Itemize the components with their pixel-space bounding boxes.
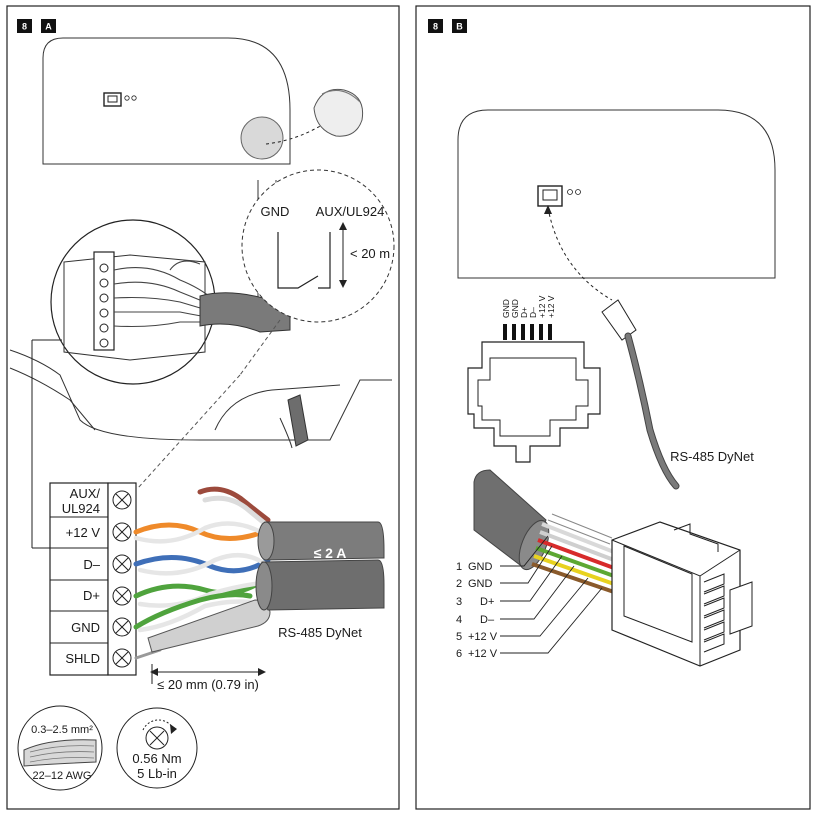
wire-num-1: 1 (456, 561, 462, 573)
plug-contacts (703, 573, 725, 653)
rj12-jack-outline (467, 341, 601, 463)
switch-detail-magnifier (241, 169, 395, 323)
twisted-pair-wires (133, 486, 273, 660)
rj12-port-icon (537, 185, 563, 207)
wire-num-3: 3 (456, 596, 462, 608)
wire-name-2: GND (468, 578, 493, 590)
terminal-label-ul924: UL924 (62, 501, 100, 516)
rj12-plug-icon (601, 299, 637, 341)
terminal-block (107, 482, 137, 676)
cable-end (287, 394, 309, 447)
connector-wires (531, 522, 615, 594)
cable-jacket-lower (258, 559, 385, 611)
terminal-label-shld: SHLD (65, 651, 100, 666)
terminal-label-dminus: D– (83, 557, 100, 572)
led-icon (124, 95, 130, 101)
rj12-plug-body (611, 521, 741, 667)
led-icon (567, 189, 573, 195)
wire-num-4: 4 (456, 614, 462, 626)
panel-b: 8 B RS-485 DyNet GND GND D+ D– +12 V +12… (415, 5, 811, 810)
panel-a-frame (6, 5, 400, 810)
torque-lbin: 5 Lb-in (137, 766, 177, 781)
svg-text:+12 V: +12 V (546, 295, 556, 318)
cable-label-a: RS-485 DyNet (278, 625, 362, 640)
wire-size-mm: 0.3–2.5 mm² (31, 724, 93, 736)
switch-contact-icon (277, 232, 319, 289)
step-badge-label: 8 (22, 22, 27, 32)
wire-leader-lines (500, 535, 603, 654)
svg-text:GND: GND (501, 299, 511, 318)
panel-letter-label: A (45, 22, 52, 32)
device-housing (42, 37, 291, 165)
rotation-arrow-icon (142, 719, 175, 731)
svg-text:D+: D+ (519, 307, 529, 318)
led-icon (131, 95, 137, 101)
step-badge (17, 19, 32, 33)
panel-a: 8 A (6, 5, 400, 810)
step-badge-label: 8 (433, 22, 438, 32)
terminal-screws (112, 490, 132, 668)
current-limit-label: ≤ 2 A (314, 545, 347, 561)
svg-text:D–: D– (528, 307, 538, 318)
wire-name-1: GND (468, 561, 493, 573)
panel-letter-label: B (456, 22, 463, 32)
wire-name-3: D+ (480, 596, 494, 608)
jack-pins (503, 324, 552, 340)
plug-insert-arrow (547, 207, 613, 301)
terminal-label-dplus: D+ (83, 588, 100, 603)
step-badge (428, 19, 443, 33)
wire-name-6: +12 V (468, 648, 498, 660)
led-icon (575, 189, 581, 195)
switch-gnd-label: GND (261, 204, 290, 219)
switch-aux-label: AUX/UL924 (316, 204, 385, 219)
panel-b-frame (415, 5, 811, 810)
torque-nm: 0.56 Nm (132, 751, 181, 766)
wire-name-4: D– (480, 614, 495, 626)
switch-length-label: < 20 m (350, 246, 390, 261)
removed-cap-icon (313, 88, 364, 137)
plug-latch (729, 581, 753, 635)
svg-text:+12 V: +12 V (537, 295, 547, 318)
wire-num-6: 6 (456, 648, 462, 660)
terminal-label-12v: +12 V (66, 525, 101, 540)
cable-label-b: RS-485 DyNet (670, 449, 754, 464)
wire-legend: 1 GND 2 GND 3 D+ 4 D– 5 +12 V 6 +12 V (456, 561, 498, 660)
wire-strand-icon (23, 739, 97, 767)
svg-text:GND: GND (510, 299, 520, 318)
wire-num-5: 5 (456, 631, 462, 643)
panel-letter-badge (41, 19, 56, 33)
terminal-label-aux: AUX/ (70, 486, 101, 501)
strip-length-label: ≤ 20 mm (0.79 in) (157, 677, 259, 692)
wire-name-5: +12 V (468, 631, 498, 643)
device-housing (457, 109, 776, 279)
knockout-cap-icon (240, 116, 284, 160)
terminal-block-icon (93, 251, 115, 351)
wire-num-2: 2 (456, 578, 462, 590)
wire-size-awg: 22–12 AWG (33, 770, 92, 782)
panel-letter-badge (452, 19, 467, 33)
pin-labels: GND GND D+ D– +12 V +12 V (501, 295, 556, 318)
rj12-port-icon (103, 92, 122, 107)
terminal-label-gnd: GND (71, 620, 100, 635)
wall-outline (9, 349, 392, 441)
